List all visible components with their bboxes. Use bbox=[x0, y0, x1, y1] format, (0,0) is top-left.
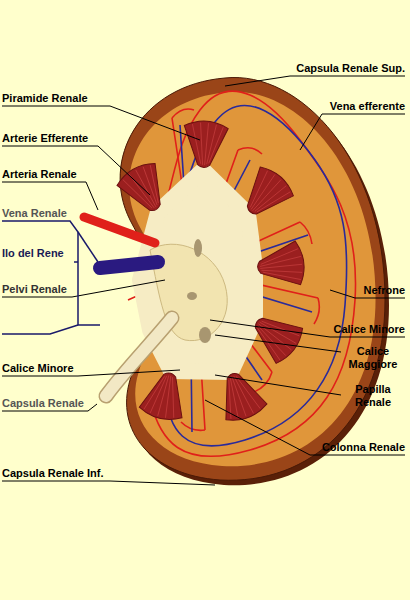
part-label: Capsula Renale Sup. bbox=[296, 62, 405, 75]
part-label: Calice Minore bbox=[333, 323, 405, 336]
leader-lines bbox=[2, 76, 405, 485]
arteries bbox=[128, 91, 356, 456]
part-label: Pelvi Renale bbox=[2, 283, 67, 296]
part-label: Nefrone bbox=[363, 284, 405, 297]
part-label: Calice Minore bbox=[2, 362, 74, 375]
renal-pyramids bbox=[114, 120, 307, 426]
kidney-rim bbox=[124, 83, 389, 486]
kidney-capsule bbox=[120, 78, 385, 481]
renal-artery bbox=[84, 217, 155, 243]
part-label: Capsula Renale bbox=[2, 397, 84, 410]
ureter-outline bbox=[106, 318, 172, 396]
part-label: Ilo del Rene bbox=[2, 247, 64, 260]
renal-vein bbox=[100, 262, 158, 268]
kidney-cortex bbox=[129, 92, 375, 467]
calyx-openings bbox=[187, 239, 211, 343]
part-label: Capsula Renale Inf. bbox=[2, 467, 103, 480]
ureter bbox=[106, 318, 172, 396]
part-label: Calice Maggiore bbox=[341, 345, 405, 371]
part-label: Colonna Renale bbox=[322, 441, 405, 454]
part-label: Vena efferente bbox=[330, 100, 405, 113]
part-label: Papilla Renale bbox=[341, 383, 405, 409]
part-label: Piramide Renale bbox=[2, 92, 88, 105]
part-label: Vena Renale bbox=[2, 207, 67, 220]
hilum-bracket bbox=[2, 221, 100, 334]
part-label: Arteria Renale bbox=[2, 168, 77, 181]
part-label: Arterie Efferente bbox=[2, 132, 88, 145]
